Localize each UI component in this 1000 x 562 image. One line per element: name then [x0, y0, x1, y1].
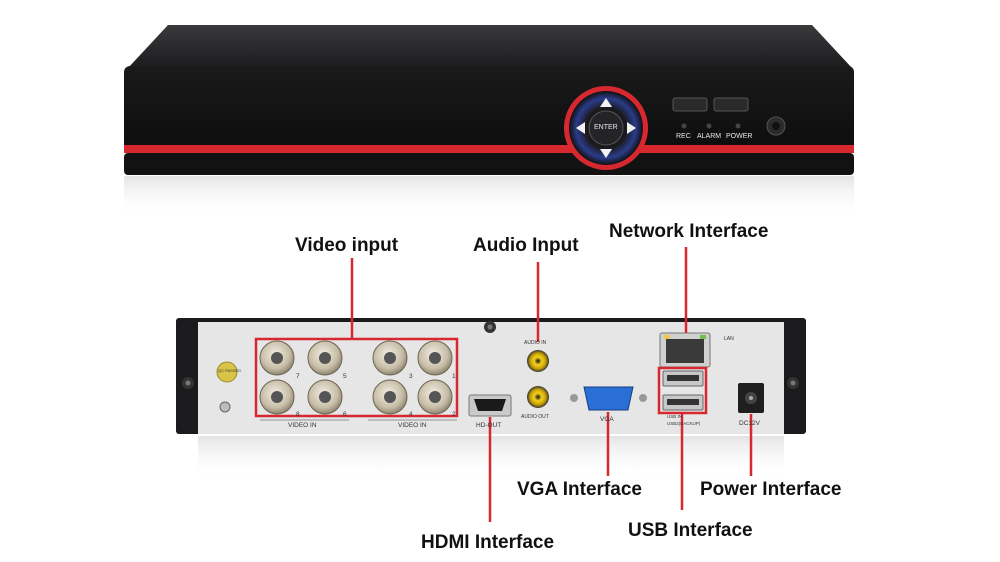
ground-screw-icon	[219, 401, 231, 413]
hdmi-interface-callout: HDMI Interface	[421, 532, 555, 553]
usb-interface-callout: USB Interface	[628, 520, 753, 541]
channel-number: 6	[343, 411, 347, 418]
bnc-connector	[372, 379, 408, 415]
video-input-connectors	[259, 340, 453, 415]
audio-in-label: AUDIO IN	[524, 340, 547, 346]
qc-passed-sticker	[216, 361, 238, 383]
dvr-top-cover	[128, 25, 852, 68]
power-interface-callout: Power Interface	[700, 479, 842, 500]
power-indicator-label: POWER	[726, 133, 753, 140]
video-in-label-right: VIDEO IN	[398, 422, 427, 429]
lan-label: LAN	[724, 336, 734, 342]
video-in-label-left: VIDEO IN	[288, 422, 317, 429]
enter-label: ENTER	[594, 124, 618, 131]
down-arrow-icon	[600, 149, 612, 158]
channel-number: 4	[409, 411, 413, 418]
channel-number: 5	[343, 373, 347, 380]
bnc-connector	[307, 340, 343, 376]
enter-button	[588, 110, 624, 146]
channel-number: 3	[409, 373, 413, 380]
power-jack	[738, 383, 764, 413]
alarm-led	[706, 123, 712, 129]
front-reflection	[124, 176, 854, 216]
power-label: DC12V	[739, 420, 760, 427]
front-button-right	[713, 97, 749, 112]
audio-in-jack	[527, 350, 549, 372]
up-arrow-icon	[600, 98, 612, 107]
left-arrow-icon	[576, 122, 585, 134]
front-red-stripe	[124, 145, 854, 153]
right-arrow-icon	[627, 122, 636, 134]
bnc-connector	[259, 340, 295, 376]
bnc-connector	[307, 379, 343, 415]
bnc-connector	[259, 379, 295, 415]
vga-port	[570, 386, 647, 411]
navigation-pad	[564, 86, 648, 170]
lan-port	[659, 332, 711, 368]
video-input-callout: Video input	[295, 235, 399, 256]
bnc-connector	[417, 340, 453, 376]
audio-out-jack	[527, 386, 549, 408]
vga-interface-callout: VGA Interface	[517, 479, 642, 500]
qc-sticker-label: QC PASSED	[218, 368, 242, 373]
video-input-highlight-box	[254, 337, 459, 418]
channel-number: 8	[296, 411, 300, 418]
callout-lines	[254, 247, 753, 522]
bnc-connector	[372, 340, 408, 376]
hdmi-port	[468, 394, 512, 417]
channel-number: 7	[296, 373, 300, 380]
usb-in-label: USB IN	[667, 414, 683, 419]
usb-backup-label: USB2(BACKUP)	[667, 421, 701, 426]
power-led	[735, 123, 741, 129]
channel-number: 2	[452, 411, 456, 418]
rec-led	[681, 123, 687, 129]
audio-out-label: AUDIO OUT	[521, 414, 549, 420]
vga-label: VGA	[600, 416, 614, 423]
audio-input-callout: Audio Input	[473, 235, 579, 256]
alarm-indicator-label: ALARM	[697, 133, 722, 140]
dvr-front-panel	[124, 66, 854, 152]
bnc-connector	[417, 379, 453, 415]
front-button-left	[672, 97, 708, 112]
hdmi-label: HD-OUT	[476, 422, 502, 429]
dvr-front-view	[124, 25, 854, 216]
network-interface-callout: Network Interface	[609, 221, 769, 242]
usb-ports	[662, 370, 704, 411]
channel-number: 1	[452, 373, 456, 380]
rec-indicator-label: REC	[676, 133, 691, 140]
